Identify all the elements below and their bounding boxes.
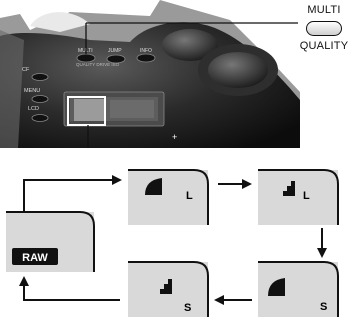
arrow-small-normal-to-raw	[24, 278, 120, 300]
panel-small-fine: S	[258, 262, 338, 317]
panel-large-fine: L	[128, 170, 208, 225]
panel-size-label: S	[320, 301, 327, 313]
panel-size-label: L	[186, 190, 193, 202]
raw-label: RAW	[22, 252, 48, 264]
panel-size-label: L	[303, 190, 310, 202]
panel-size-label: S	[184, 302, 191, 314]
panel-raw: RAW	[6, 212, 94, 272]
panel-large-normal: L	[258, 170, 338, 225]
arrow-raw-to-large-fine	[24, 180, 120, 212]
panel-small-normal: S	[128, 262, 208, 317]
